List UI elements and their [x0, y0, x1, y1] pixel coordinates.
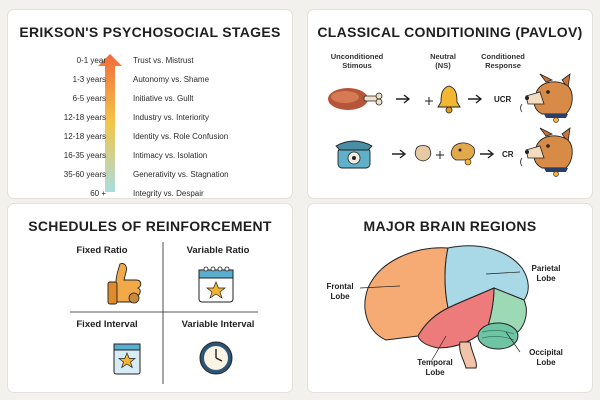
ucr-label: UCR	[494, 95, 512, 104]
stage-name: Trust vs. Mistrust	[133, 56, 194, 65]
arrow-icon	[396, 94, 411, 104]
stage-age: 12-18 years	[63, 113, 106, 122]
stage-row: 35-60 years Generativity vs. Stagnation	[8, 170, 292, 184]
arrow-icon	[480, 149, 495, 159]
stage-name: Intimacy vs. Isolation	[133, 151, 208, 160]
fixed-ratio-label: Fixed Ratio	[76, 245, 128, 256]
stage-age: 16-35 years	[63, 151, 106, 160]
stage-name: Autonomy vs. Shame	[133, 75, 210, 84]
stage-row: 60 + Integrity vs. Despair	[8, 189, 292, 198]
arrow-icon	[468, 94, 483, 104]
dog-icon	[520, 73, 573, 123]
thumbs-up-icon	[107, 263, 142, 305]
stage-age: 0-1 year	[76, 56, 106, 65]
brain-title: MAJOR BRAIN REGIONS	[363, 218, 537, 234]
temporal-lobe-region	[417, 287, 495, 349]
variable-ratio-label: Variable Ratio	[186, 245, 250, 256]
dog-icon	[520, 127, 573, 177]
plus-icon	[425, 97, 433, 105]
cr-label: CR	[502, 150, 514, 159]
stage-row: 1-3 years Autonomy vs. Shame	[8, 75, 292, 89]
stage-name: Initiative vs. Gullt	[133, 94, 194, 103]
arrow-icon	[392, 149, 407, 159]
bell-icon	[437, 85, 461, 114]
cerebellum-region	[477, 322, 519, 350]
stage-row: 16-35 years Intimacy vs. Isolation	[8, 151, 292, 165]
stage-age: 60 +	[90, 189, 106, 198]
schedules-card: SCHEDULES OF REINFORCEMENT Fixed Ratio V…	[8, 204, 292, 392]
erikson-arrow	[98, 54, 122, 192]
stage-name: Integrity vs. Despair	[133, 189, 204, 198]
erikson-card: ERIKSON'S PSYCHOSOCIAL STAGES 0-1 year Tr…	[8, 10, 292, 198]
brain-diagram	[359, 245, 529, 369]
grid-divider	[70, 242, 258, 384]
variable-interval-label: Variable Interval	[181, 319, 255, 330]
brain-stem-region	[459, 341, 477, 369]
stage-name: Industry vs. Interiority	[133, 113, 210, 122]
stage-row: 12-18 years Identity vs. Role Confusion	[8, 132, 292, 146]
food-bowl-icon	[414, 145, 432, 162]
schedules-title: SCHEDULES OF REINFORCEMENT	[28, 218, 272, 234]
neutral-label: Neutral(NS)	[430, 52, 456, 70]
plus-icon	[436, 151, 444, 159]
star-note-icon	[113, 343, 141, 375]
stage-row: 12-18 years Industry vs. Interiority	[8, 113, 292, 127]
stage-name: Identity vs. Role Confusion	[133, 132, 229, 141]
meat-icon	[328, 88, 383, 110]
stage-age: 12-18 years	[63, 132, 106, 141]
fixed-interval-label: Fixed Interval	[76, 319, 138, 330]
calendar-star-icon	[198, 266, 234, 303]
clock-icon	[199, 341, 233, 375]
telephone-icon	[335, 140, 373, 169]
stage-row: 0-1 year Trust vs. Mistrust	[8, 56, 292, 70]
dog-bell-icon	[450, 142, 475, 166]
stage-age: 1-3 years	[72, 75, 106, 84]
stage-age: 6-5 years	[72, 94, 106, 103]
stage-name: Generativity vs. Stagnation	[133, 170, 229, 179]
stage-row: 6-5 years Initiative vs. Gullt	[8, 94, 292, 108]
pavlov-card: CLASSICAL CONDITIONING (PAVLOV) Uncondit…	[308, 10, 592, 198]
stage-age: 35-60 years	[63, 170, 106, 179]
erikson-title: ERIKSON'S PSYCHOSOCIAL STAGES	[19, 24, 281, 40]
pavlov-title: CLASSICAL CONDITIONING (PAVLOV)	[317, 24, 583, 40]
